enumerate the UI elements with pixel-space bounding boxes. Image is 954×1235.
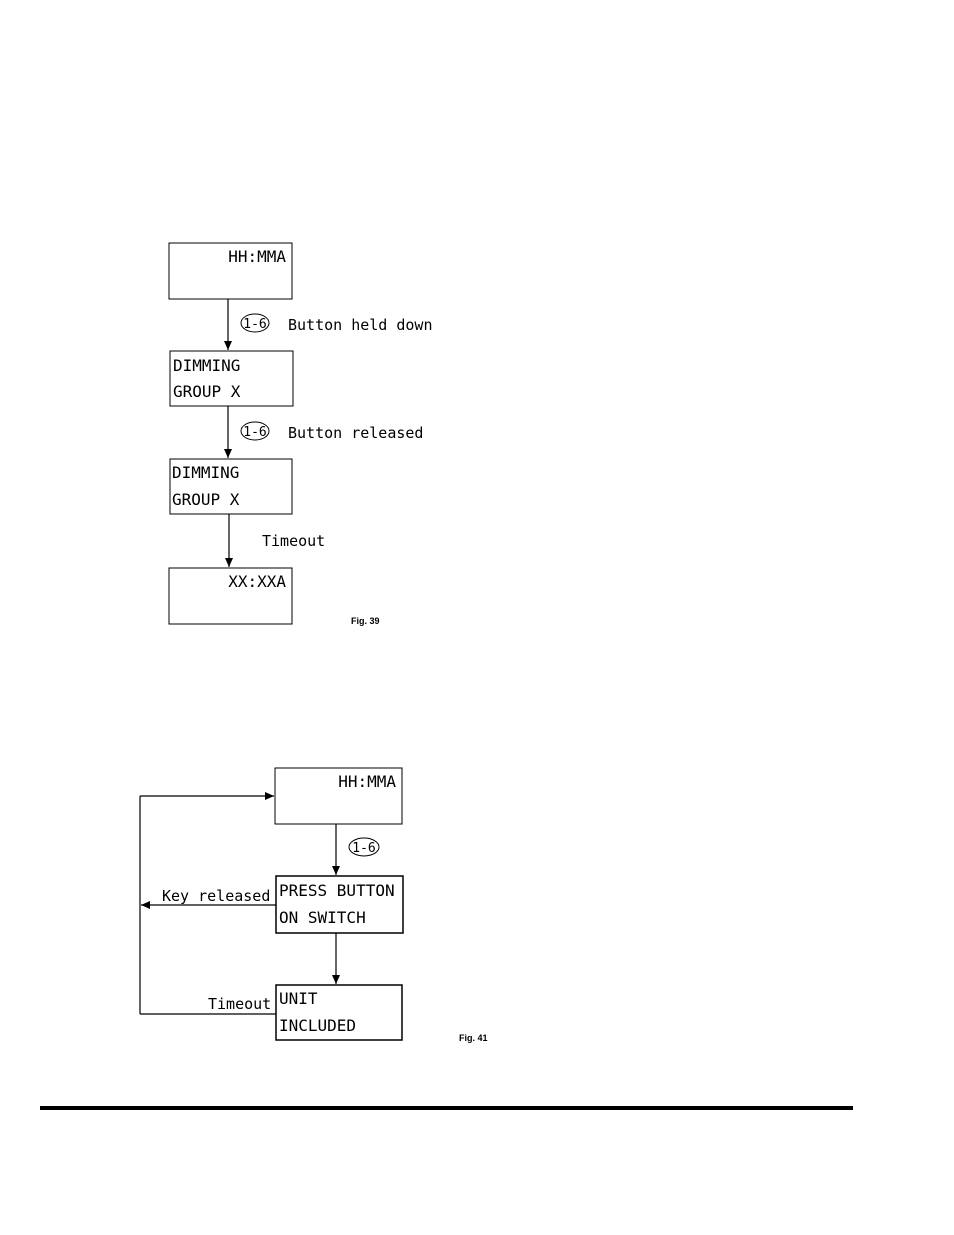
fig39-screen-clock-text: HH:MMA [228,247,286,266]
fig41-screen-clock-text: HH:MMA [338,772,396,791]
fig39-screen-time-text: XX:XXA [228,572,286,591]
fig39-caption: Fig. 39 [351,616,380,626]
fig41-label-timeout: Timeout [208,995,271,1013]
fig39-screen-dimming-2-line1: DIMMING [172,463,239,482]
fig41-screen-press-line2: ON SWITCH [279,908,366,927]
fig39-button-badge-2-text: 1-6 [243,425,266,440]
fig39-screen-dimming-2-line2: GROUP X [172,490,240,509]
fig41-label-key-released: Key released [162,887,270,905]
fig39-button-badge-1-text: 1-6 [243,317,266,332]
page-bottom-rule [40,1106,853,1110]
fig41-button-badge-text: 1-6 [352,841,375,856]
fig39-screen-dimming-1-line1: DIMMING [173,356,240,375]
fig39-label-released: Button released [288,424,423,442]
fig41-screen-unit-line2: INCLUDED [279,1016,356,1035]
fig39-diagram: HH:MMA 1-6 Button held down DIMMING GROU… [169,243,433,626]
fig39-label-timeout: Timeout [262,532,325,550]
fig39-label-held: Button held down [288,316,433,334]
fig41-screen-unit-line1: UNIT [279,989,318,1008]
fig39-screen-dimming-1-line2: GROUP X [173,382,241,401]
fig41-screen-press-line1: PRESS BUTTON [279,881,395,900]
fig41-caption: Fig. 41 [459,1033,488,1043]
fig41-diagram: HH:MMA 1-6 PRESS BUTTON ON SWITCH UNIT I… [140,768,488,1043]
